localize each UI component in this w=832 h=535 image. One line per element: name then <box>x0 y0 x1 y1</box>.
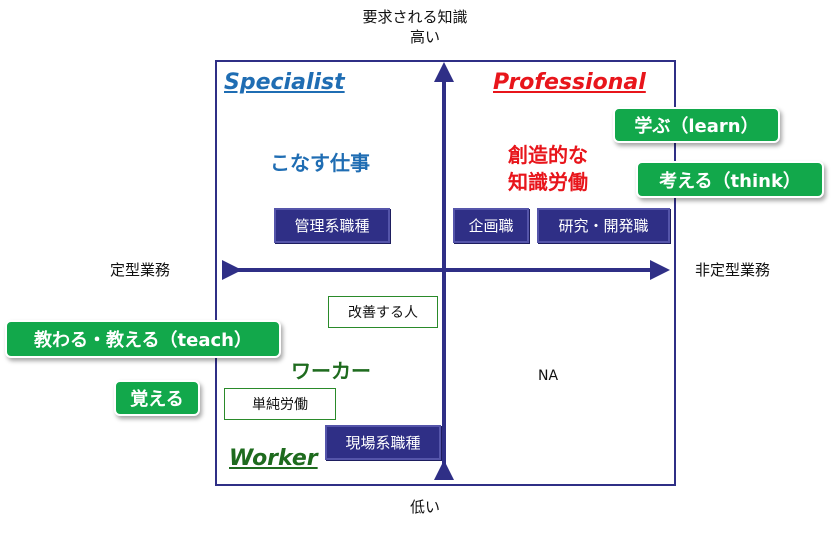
site-job-box: 現場系職種 <box>325 425 441 460</box>
improver-box: 改善する人 <box>328 296 438 328</box>
professional-title: Professional <box>493 70 646 95</box>
professional-main-text-line1: 創造的な <box>508 143 588 167</box>
professional-main-text-line2: 知識労働 <box>508 170 588 194</box>
specialist-title: Specialist <box>224 70 345 95</box>
think-pill: 考える（think） <box>636 161 824 198</box>
axis-top-title: 要求される知識 <box>362 8 468 26</box>
worker-title: Worker <box>229 446 318 471</box>
axis-right-label: 非定型業務 <box>695 261 771 279</box>
management-job-box: 管理系職種 <box>274 208 390 243</box>
na-label: NA <box>538 368 559 384</box>
research-job-box: 研究・開発職 <box>537 208 670 243</box>
axis-left-label: 定型業務 <box>110 261 171 279</box>
axis-bottom-value: 低い <box>409 498 440 516</box>
teach-pill: 教わる・教える（teach） <box>5 320 281 358</box>
learn-pill: 学ぶ（learn） <box>613 107 780 143</box>
simple-labor-box: 単純労働 <box>224 388 336 420</box>
worker-main-text: ワーカー <box>291 359 371 383</box>
planning-job-box: 企画職 <box>453 208 529 243</box>
specialist-main-text: こなす仕事 <box>270 151 370 175</box>
axis-top-value: 高い <box>409 28 440 46</box>
memorize-pill: 覚える <box>114 380 200 416</box>
quadrant-frame <box>215 60 676 486</box>
